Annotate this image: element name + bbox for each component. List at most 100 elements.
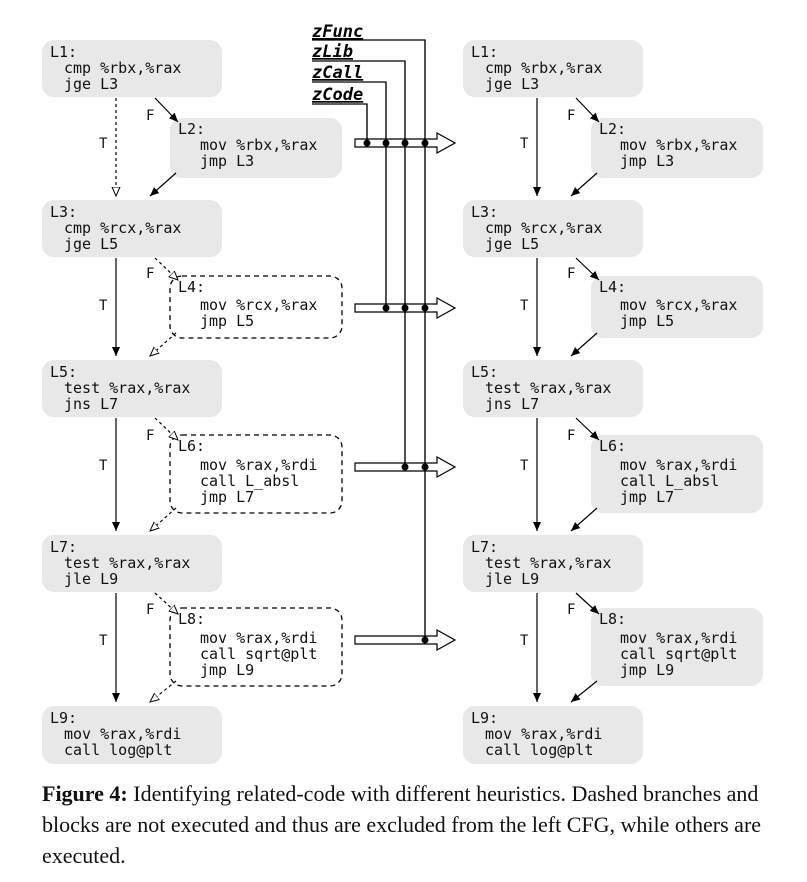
block-line: mov %rax,%rdi (620, 629, 737, 647)
edge-fallthrough-dashed (150, 507, 177, 531)
left-block-l9: L9: mov %rax,%rdi call log@plt (42, 706, 222, 764)
block-line: test %rax,%rax (64, 379, 190, 397)
block-label: L8: (599, 610, 626, 628)
edge-label-true: T (520, 136, 529, 152)
block-line: jle L9 (485, 570, 539, 588)
left-block-l2: L2: mov %rbx,%rax jmp L3 (170, 118, 342, 178)
edge-false (154, 97, 179, 123)
edge-label-true: T (99, 298, 108, 314)
block-line: call log@plt (485, 741, 593, 759)
left-edge-labels: T F T F T F T F (99, 108, 154, 649)
edge-label-false: F (567, 266, 575, 282)
block-line: call sqrt@plt (200, 645, 317, 663)
left-block-l5: L5: test %rax,%rax jns L7 (42, 360, 222, 417)
block-line: jle L9 (64, 570, 118, 588)
block-line: call log@plt (64, 741, 172, 759)
figure-label: Figure 4: (42, 781, 128, 806)
block-line: jmp L7 (200, 488, 254, 506)
right-block-l1: L1: cmp %rbx,%rax jge L3 (463, 40, 643, 97)
edge-label-true: T (520, 633, 529, 649)
block-line: cmp %rbx,%rax (485, 59, 602, 77)
block-line: mov %rax,%rdi (200, 456, 317, 474)
right-block-l9: L9: mov %rax,%rdi call log@plt (463, 706, 643, 764)
block-line: jge L5 (485, 235, 539, 253)
left-block-l4: L4: mov %rcx,%rax jmp L5 (169, 275, 343, 339)
block-line: cmp %rbx,%rax (64, 59, 181, 77)
block-label: L1: (50, 43, 77, 61)
heuristic-zlib-label: zLib (312, 42, 353, 62)
block-label: L2: (178, 120, 205, 138)
edge-fallthrough-dashed (150, 680, 177, 702)
block-label: L7: (50, 538, 77, 556)
block-line: jge L3 (64, 75, 118, 93)
block-label: L5: (50, 363, 77, 381)
right-edges (533, 97, 600, 703)
block-line: jns L7 (64, 395, 118, 413)
block-line: mov %rcx,%rax (200, 296, 317, 314)
edge-label-true: T (99, 136, 108, 152)
cfg-diagram: L1: cmp %rbx,%rax jge L3 L2: mov %rbx,%r… (42, 22, 763, 764)
block-line: call sqrt@plt (620, 645, 737, 663)
block-line: call L_absl (200, 472, 299, 490)
block-line: jge L3 (485, 75, 539, 93)
block-line: mov %rax,%rdi (485, 725, 602, 743)
edge-label-true: T (520, 298, 529, 314)
block-line: mov %rcx,%rax (620, 296, 737, 314)
edge-fallthrough (570, 172, 598, 197)
block-label: L5: (471, 363, 498, 381)
block-line: jge L5 (64, 235, 118, 253)
edge-label-true: T (99, 633, 108, 649)
edge-label-false: F (146, 266, 154, 282)
left-block-l7: L7: test %rax,%rax jle L9 (42, 535, 222, 592)
heuristic-zcode-label: zCode (312, 85, 363, 105)
block-line: mov %rbx,%rax (620, 136, 737, 154)
edge-label-false: F (567, 108, 575, 124)
block-label: L4: (599, 278, 626, 296)
edge-label-false: F (567, 602, 575, 618)
caption-text: Identifying related-code with different … (42, 781, 762, 868)
edge-label-false: F (146, 108, 154, 124)
left-edges (116, 97, 179, 702)
block-line: jmp L3 (200, 152, 254, 170)
block-line: jmp L3 (620, 152, 674, 170)
block-label: L3: (471, 203, 498, 221)
figure-caption: Figure 4: Identifying related-code with … (42, 778, 772, 871)
block-line: test %rax,%rax (485, 379, 611, 397)
edge-false (575, 97, 600, 123)
edge-fallthrough (570, 507, 598, 532)
left-block-l6: L6: mov %rax,%rdi call L_absl jmp L7 (169, 434, 343, 514)
block-label: L1: (471, 43, 498, 61)
block-line: mov %rax,%rdi (620, 456, 737, 474)
edge-label-false: F (146, 602, 154, 618)
edge-false (575, 417, 600, 441)
left-block-l3: L3: cmp %rcx,%rax jge L5 (42, 200, 222, 257)
block-line: mov %rbx,%rax (200, 136, 317, 154)
left-block-l8: L8: mov %rax,%rdi call sqrt@plt jmp L9 (169, 607, 343, 687)
right-block-l3: L3: cmp %rcx,%rax jge L5 (463, 200, 643, 257)
block-label: L6: (599, 437, 626, 455)
junction-dots (363, 139, 429, 644)
block-label: L8: (178, 610, 205, 628)
right-cfg: L1: cmp %rbx,%rax jge L3 L2: mov %rbx,%r… (463, 40, 763, 764)
edge-false-dashed (154, 257, 178, 280)
block-label: L9: (471, 709, 498, 727)
block-line: jmp L5 (620, 312, 674, 330)
right-block-l7: L7: test %rax,%rax jle L9 (463, 535, 643, 592)
block-label: L9: (50, 709, 77, 727)
edge-label-true: T (99, 458, 108, 474)
right-block-l2: L2: mov %rbx,%rax jmp L3 (591, 118, 763, 178)
block-line: jmp L5 (200, 312, 254, 330)
block-line: mov %rax,%rdi (200, 629, 317, 647)
heuristics-bus: zFunc zLib zCall zCode (312, 22, 457, 652)
edge-label-false: F (567, 428, 575, 444)
edge-fallthrough (570, 680, 598, 703)
left-cfg: L1: cmp %rbx,%rax jge L3 L2: mov %rbx,%r… (42, 40, 343, 764)
block-line: test %rax,%rax (64, 554, 190, 572)
edge-label-true: T (520, 458, 529, 474)
block-label: L2: (599, 120, 626, 138)
block-line: mov %rax,%rdi (64, 725, 181, 743)
edge-false-dashed (154, 417, 178, 440)
edge-fallthrough (149, 172, 177, 197)
block-line: jmp L7 (620, 488, 674, 506)
right-block-l6: L6: mov %rax,%rdi call L_absl jmp L7 (591, 435, 763, 513)
